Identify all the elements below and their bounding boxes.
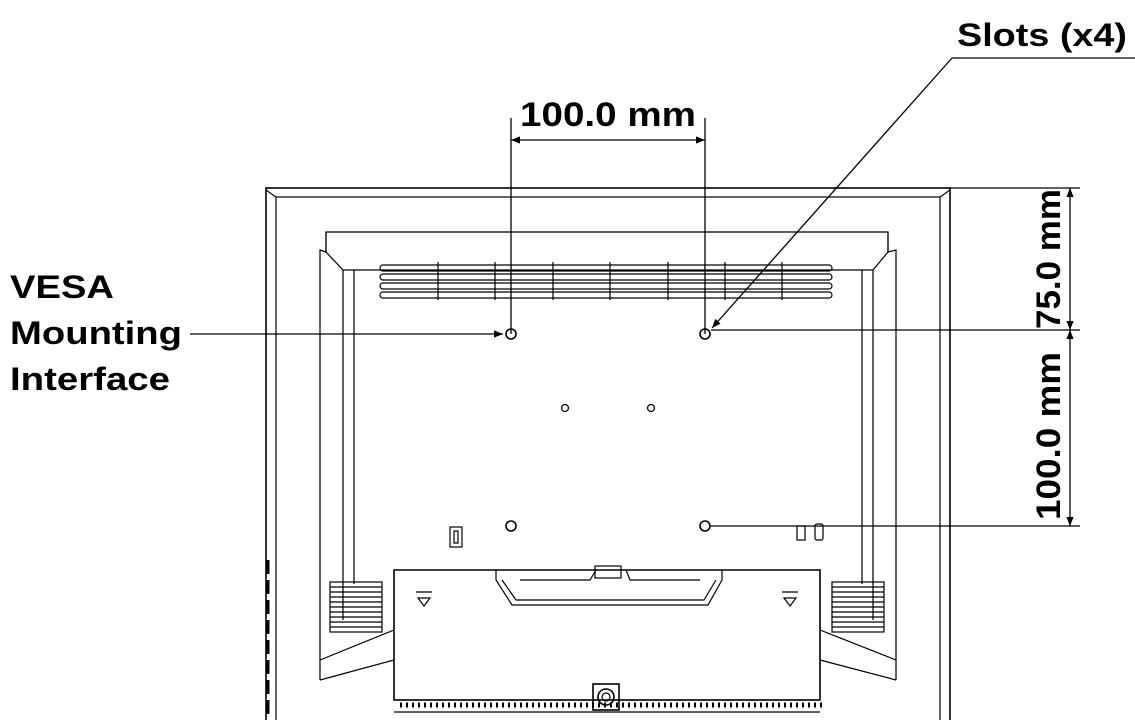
arrow-icon xyxy=(782,591,798,607)
vesa-holes xyxy=(505,328,711,532)
kensington-lock-icon xyxy=(449,523,824,548)
slots-callout: Slots (x4) xyxy=(711,17,1135,329)
mounting-hole-icon xyxy=(505,520,517,532)
vertical-dimension-top-label: 75.0 mm xyxy=(1030,189,1068,329)
vesa-callout: VESA Mounting Interface xyxy=(10,269,503,397)
stand-base xyxy=(393,565,822,713)
vertical-dimensions: 75.0 mm 100.0 mm xyxy=(711,187,1080,527)
housing-inner-edge xyxy=(275,196,941,725)
horizontal-dimension-label: 100.0 mm xyxy=(520,96,696,134)
horizontal-dimension: 100.0 mm xyxy=(510,96,706,334)
small-holes xyxy=(560,403,656,413)
monitor-housing xyxy=(265,187,951,725)
housing-outline xyxy=(265,187,951,725)
arrow-icon xyxy=(416,591,432,607)
left-vent-grille xyxy=(329,581,383,633)
vesa-label-line2: Mounting xyxy=(10,315,182,351)
vesa-label-line3: Interface xyxy=(10,361,170,397)
vesa-label-line1: VESA xyxy=(10,269,114,305)
right-vent-grille xyxy=(831,581,885,633)
connector-port xyxy=(592,683,620,711)
stand-plate xyxy=(393,569,821,701)
vertical-dimension-bottom-label: 100.0 mm xyxy=(1030,352,1068,520)
top-bevel xyxy=(325,231,889,271)
mounting-hole-icon xyxy=(699,520,711,532)
top-vents xyxy=(379,262,833,300)
slots-label: Slots (x4) xyxy=(957,17,1127,53)
slots-leader-line xyxy=(711,57,953,329)
back-panel xyxy=(319,231,897,681)
stand-neck xyxy=(495,570,723,606)
